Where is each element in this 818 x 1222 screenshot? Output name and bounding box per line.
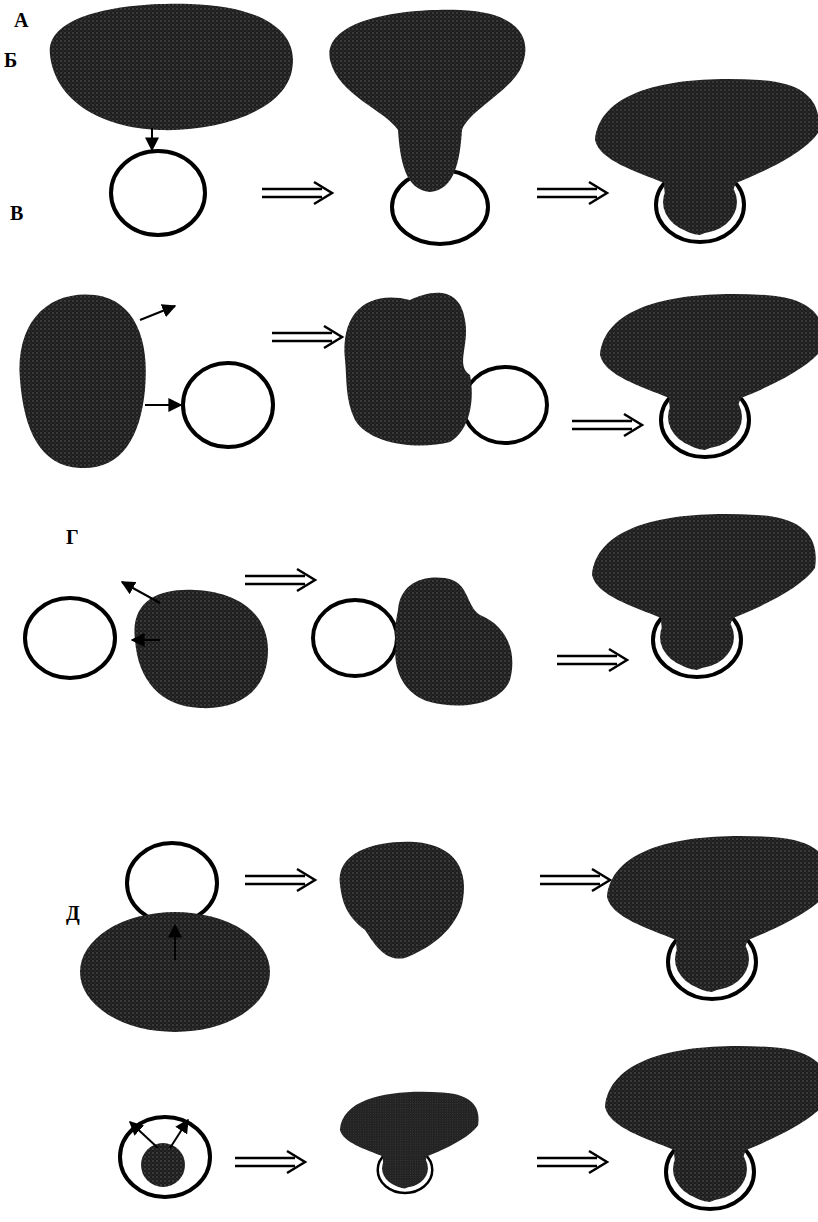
- row-c: [25, 514, 816, 708]
- row-letter: Б: [4, 50, 17, 70]
- row-letter: А: [14, 10, 28, 30]
- row-letter: Г: [66, 527, 79, 547]
- row-d: [80, 836, 818, 1032]
- row-letter: Д: [66, 903, 80, 923]
- row-e: [120, 1046, 818, 1209]
- row-letter: В: [10, 203, 23, 223]
- row-b: [20, 293, 818, 468]
- row-a: [50, 4, 818, 244]
